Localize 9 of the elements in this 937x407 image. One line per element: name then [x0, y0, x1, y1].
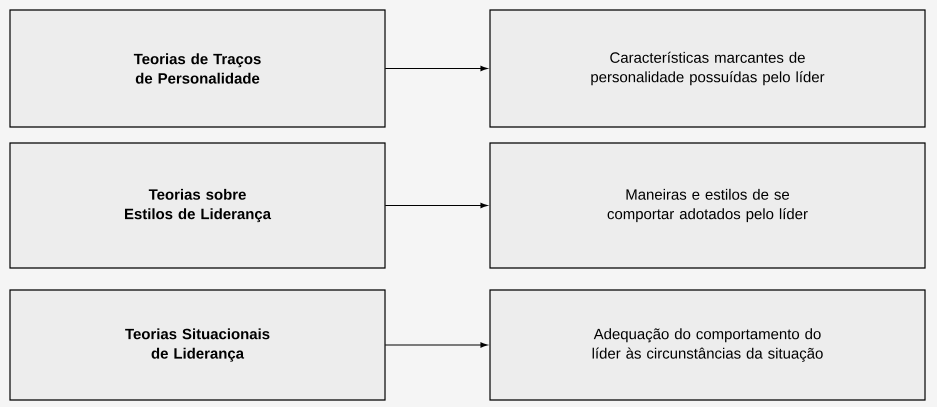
arrow: [385, 342, 488, 348]
description-box: Maneiras e estilos de se comportar adotados pelo líder: [489, 142, 926, 269]
theory-box: Teorias sobre Estilos de Liderança: [9, 142, 386, 269]
theory-box: Teorias de Traços de Personalidade: [9, 9, 386, 128]
theory-box: Teorias Situacionais de Liderança: [9, 289, 386, 401]
description-box: Características marcantes de personalidade possuídas pelo líder: [489, 9, 926, 128]
arrow: [385, 66, 488, 72]
arrow: [385, 202, 488, 208]
description-box: Adequação do comportamento do líder às circunstâncias da situação: [489, 289, 926, 401]
